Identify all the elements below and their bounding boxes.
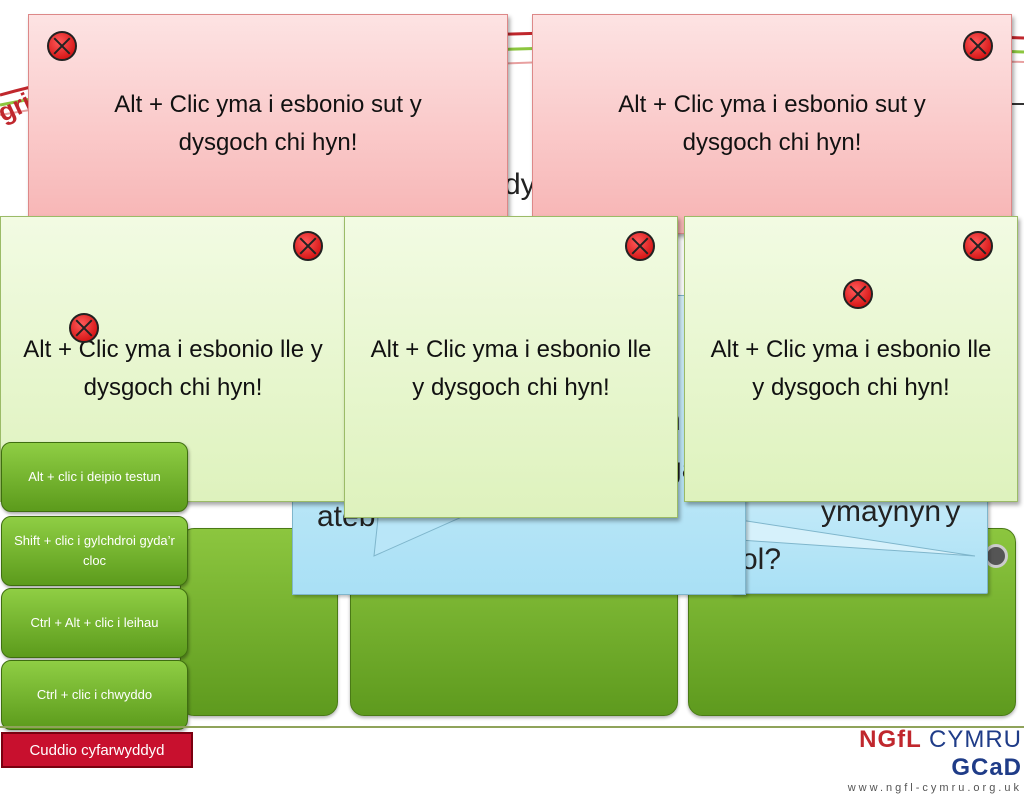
logo-url: www.ngfl-cymru.org.uk — [847, 782, 1022, 794]
note-text: Alt + Clic yma i esbonio lle y dysgoch c… — [710, 336, 992, 401]
heading-fragment: dy — [504, 168, 536, 201]
instruction-enlarge-button[interactable]: Ctrl + clic i chwyddo — [1, 660, 188, 730]
note-how-2[interactable]: Alt + Clic yma i esbonio sut y dysgoch c… — [532, 14, 1012, 234]
bubble-text: ol? — [741, 543, 782, 576]
footer-divider — [0, 726, 1024, 728]
bubble-tail — [740, 519, 976, 557]
note-how-1[interactable]: Alt + Clic yma i esbonio sut y dysgoch c… — [28, 14, 508, 234]
note-where-3[interactable]: Alt + Clic yma i esbonio lle y dysgoch c… — [684, 216, 1018, 502]
close-icon[interactable] — [47, 31, 77, 61]
close-icon[interactable] — [843, 279, 873, 309]
ngfl-logo: NGfL CYMRU GCaD www.ngfl-cymru.org.uk — [802, 726, 1022, 794]
logo-brand-red: NGfL — [859, 726, 922, 753]
note-text: Alt + Clic yma i esbonio sut y dysgoch c… — [114, 91, 422, 156]
close-icon[interactable] — [69, 313, 99, 343]
close-icon[interactable] — [625, 231, 655, 261]
instruction-shrink-button[interactable]: Ctrl + Alt + clic i leihau — [1, 588, 188, 658]
note-text: Alt + Clic yma i esbonio lle y dysgoch c… — [23, 336, 323, 401]
hide-instructions-button[interactable]: Cuddio cyfarwyddyd — [1, 732, 193, 768]
instruction-rotate-button[interactable]: Shift + clic i gylchdroi gyda’r cloc — [1, 516, 188, 586]
logo-brand-mid: CYMRU — [929, 726, 1022, 753]
note-where-2[interactable]: Alt + Clic yma i esbonio lle y dysgoch c… — [344, 216, 678, 518]
close-icon[interactable] — [293, 231, 323, 261]
note-text: Alt + Clic yma i esbonio sut y dysgoch c… — [618, 91, 926, 156]
close-icon[interactable] — [963, 31, 993, 61]
instruction-type-text-button[interactable]: Alt + clic i deipio testun — [1, 442, 188, 512]
note-text: Alt + Clic yma i esbonio lle y dysgoch c… — [370, 336, 652, 401]
close-icon[interactable] — [963, 231, 993, 261]
